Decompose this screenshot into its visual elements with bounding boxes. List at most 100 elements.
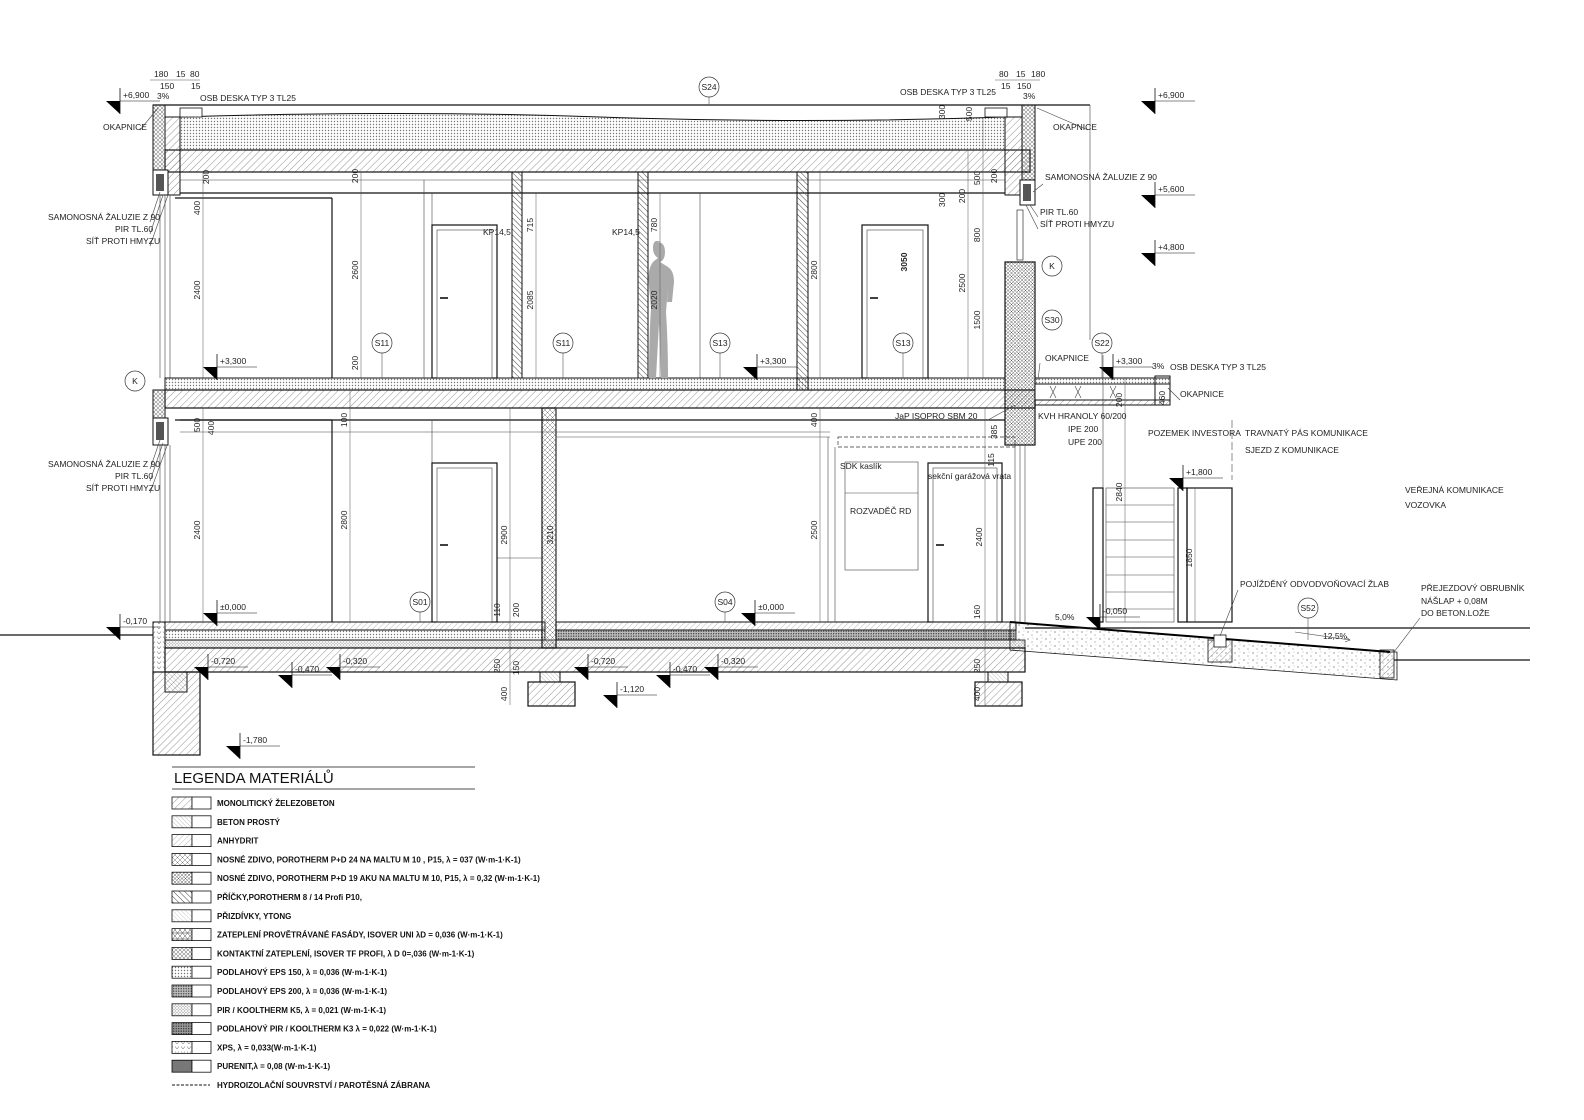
doors [431,224,1003,623]
section-tag: S22 [1091,332,1113,378]
legend-label: PIR / KOOLTHERM K5, λ = 0,021 (W·m-1·K-1… [217,1006,386,1015]
level-triangle-icon [1141,253,1155,266]
annotation-label: SÍŤ PROTI HMYZU [86,236,160,246]
section-tag: S11 [552,332,574,378]
top-dimension-value: 15 [191,81,201,91]
level-value: +3,300 [1116,356,1143,366]
dimension-value: 2400 [974,527,984,546]
legend-swatch [171,947,193,960]
driveway-ramp [1009,621,1530,681]
level-markers: +6,900+6,900+5,600+4,800+3,300+3,300+3,3… [106,88,1223,759]
annotation-label: NÁŠLAP + 0,08M [1421,596,1488,606]
annotation-label: IPE 200 [1068,424,1099,434]
annotation-label: SAMONOSNÁ ŽALUZIE Z 90 [48,459,160,469]
legend-label: BETON PROSTÝ [217,818,281,827]
door-upper-right [861,224,929,379]
dimension-value: 200 [350,169,360,183]
level-triangle-icon [1141,101,1155,114]
dimension-value: 400 [809,413,819,427]
level-triangle-icon [203,613,217,626]
interior-structure [175,171,836,649]
annotation-label: VEŘEJNÁ KOMUNIKACE [1405,485,1504,495]
section-tag-label: K [132,376,138,386]
level-triangle-icon [326,667,340,680]
level-value: +6,900 [1158,90,1185,100]
dimension-value: 1500 [972,310,982,329]
material-legend: LEGENDA MATERIÁLŮ MONOLITICKÝ ŽELEZOBETO… [171,766,540,1090]
level-value: +6,900 [123,90,150,100]
level-triangle-icon [656,675,670,688]
legend-label: KONTAKTNÍ ZATEPLENÍ, ISOVER TF PROFI, λ … [217,949,475,958]
section-tag: S04 [714,591,736,622]
legend-item: PODLAHOVÝ EPS 200, λ = 0,036 (W·m-1·K-1) [171,984,387,998]
level-marker: -0,320 [704,654,758,680]
level-value: -1,780 [243,735,267,745]
dimension-value: 200 [957,189,967,203]
dimension-value: 500 [964,107,974,121]
section-tag-label: S22 [1094,338,1109,348]
dimension-value: 2400 [192,280,202,299]
level-marker: -1,120 [603,682,657,708]
annotation-label: KP14,5 [612,227,640,237]
level-marker: +1,800 [1169,465,1223,491]
section-tag-label: S04 [717,597,732,607]
annotation-label: POZEMEK INVESTORA [1148,428,1241,438]
annotation-label: DO BETON.LOŽE [1421,608,1490,618]
annotation-label: OKAPNICE [1180,389,1224,399]
legend-item: PŘÍČKY,POROTHERM 8 / 14 Profi P10, [171,890,362,904]
top-dimension-value: 15 [1016,69,1026,79]
dimension-value: 400 [499,687,509,701]
annotation-label: PŘEJEZDOVÝ OBRUBNÍK [1421,583,1525,593]
entrance-gate [1092,420,1233,623]
annotation-label: TRAVNATÝ PÁS KOMUNIKACE [1245,428,1368,438]
legend-label: PŘIZDÍVKY, YTONG [217,912,291,921]
distribution-board [844,461,919,571]
annotation-label: KP14,5 [483,227,511,237]
annotation-label: 3% [157,91,170,101]
annotation-label: 5,0% [1055,612,1075,622]
annotation-label: OKAPNICE [1053,122,1097,132]
level-marker: +6,900 [106,88,160,114]
dimension-value: 3050 [899,252,909,271]
level-triangle-icon [574,667,588,680]
dimension-value: 300 [937,193,947,207]
section-tag: S13 [709,332,731,378]
dimension-value: 150 [511,661,521,675]
legend-label: XPS, λ = 0,033(W·m-1·K-1) [217,1043,317,1052]
annotation-label: KVH HRANOLY 60/200 [1038,411,1127,421]
level-marker: +5,600 [1141,182,1195,208]
legend-swatch [171,928,193,941]
level-value: -0,470 [295,664,319,674]
level-value: +3,300 [760,356,787,366]
dimension-value: 2800 [339,510,349,529]
legend-swatch [171,1059,193,1073]
annotation-label: ROZVADĚČ RD [850,506,911,516]
leader-lines [139,107,1421,653]
top-dimension-value: 80 [190,69,200,79]
level-marker: -0,720 [194,654,248,680]
dimension-value: 400 [192,201,202,215]
annotation-label: OSB DESKA TYP 3 TL25 [200,93,296,103]
level-value: +5,600 [1158,184,1185,194]
level-value: -0,720 [211,656,235,666]
annotation-label: VOZOVKA [1405,500,1446,510]
legend-swatch [171,853,193,866]
level-marker: +4,800 [1141,240,1195,266]
level-triangle-icon [1099,367,1113,380]
annotation-label: PIR TL.60 [115,471,153,481]
dimension-value: 2020 [649,290,659,309]
level-marker: +3,300 [743,354,797,380]
level-triangle-icon [743,367,757,380]
legend-item: BETON PROSTÝ [171,815,281,829]
right-exterior-wall [1004,104,1091,622]
dimension-value: 2500 [809,520,819,539]
annotation-label: SÍŤ PROTI HMYZU [86,483,160,493]
annotation-label: 3% [1152,361,1165,371]
legend-item: HYDROIZOLAČNÍ SOUVRSTVÍ / PAROTĚSNÁ ZÁBR… [172,1081,430,1090]
annotation-label: SDK kaslík [840,461,882,471]
legend-label: HYDROIZOLAČNÍ SOUVRSTVÍ / PAROTĚSNÁ ZÁBR… [217,1081,430,1090]
dimension-value: 460 [1157,391,1167,405]
section-tag: S24 [698,76,720,105]
